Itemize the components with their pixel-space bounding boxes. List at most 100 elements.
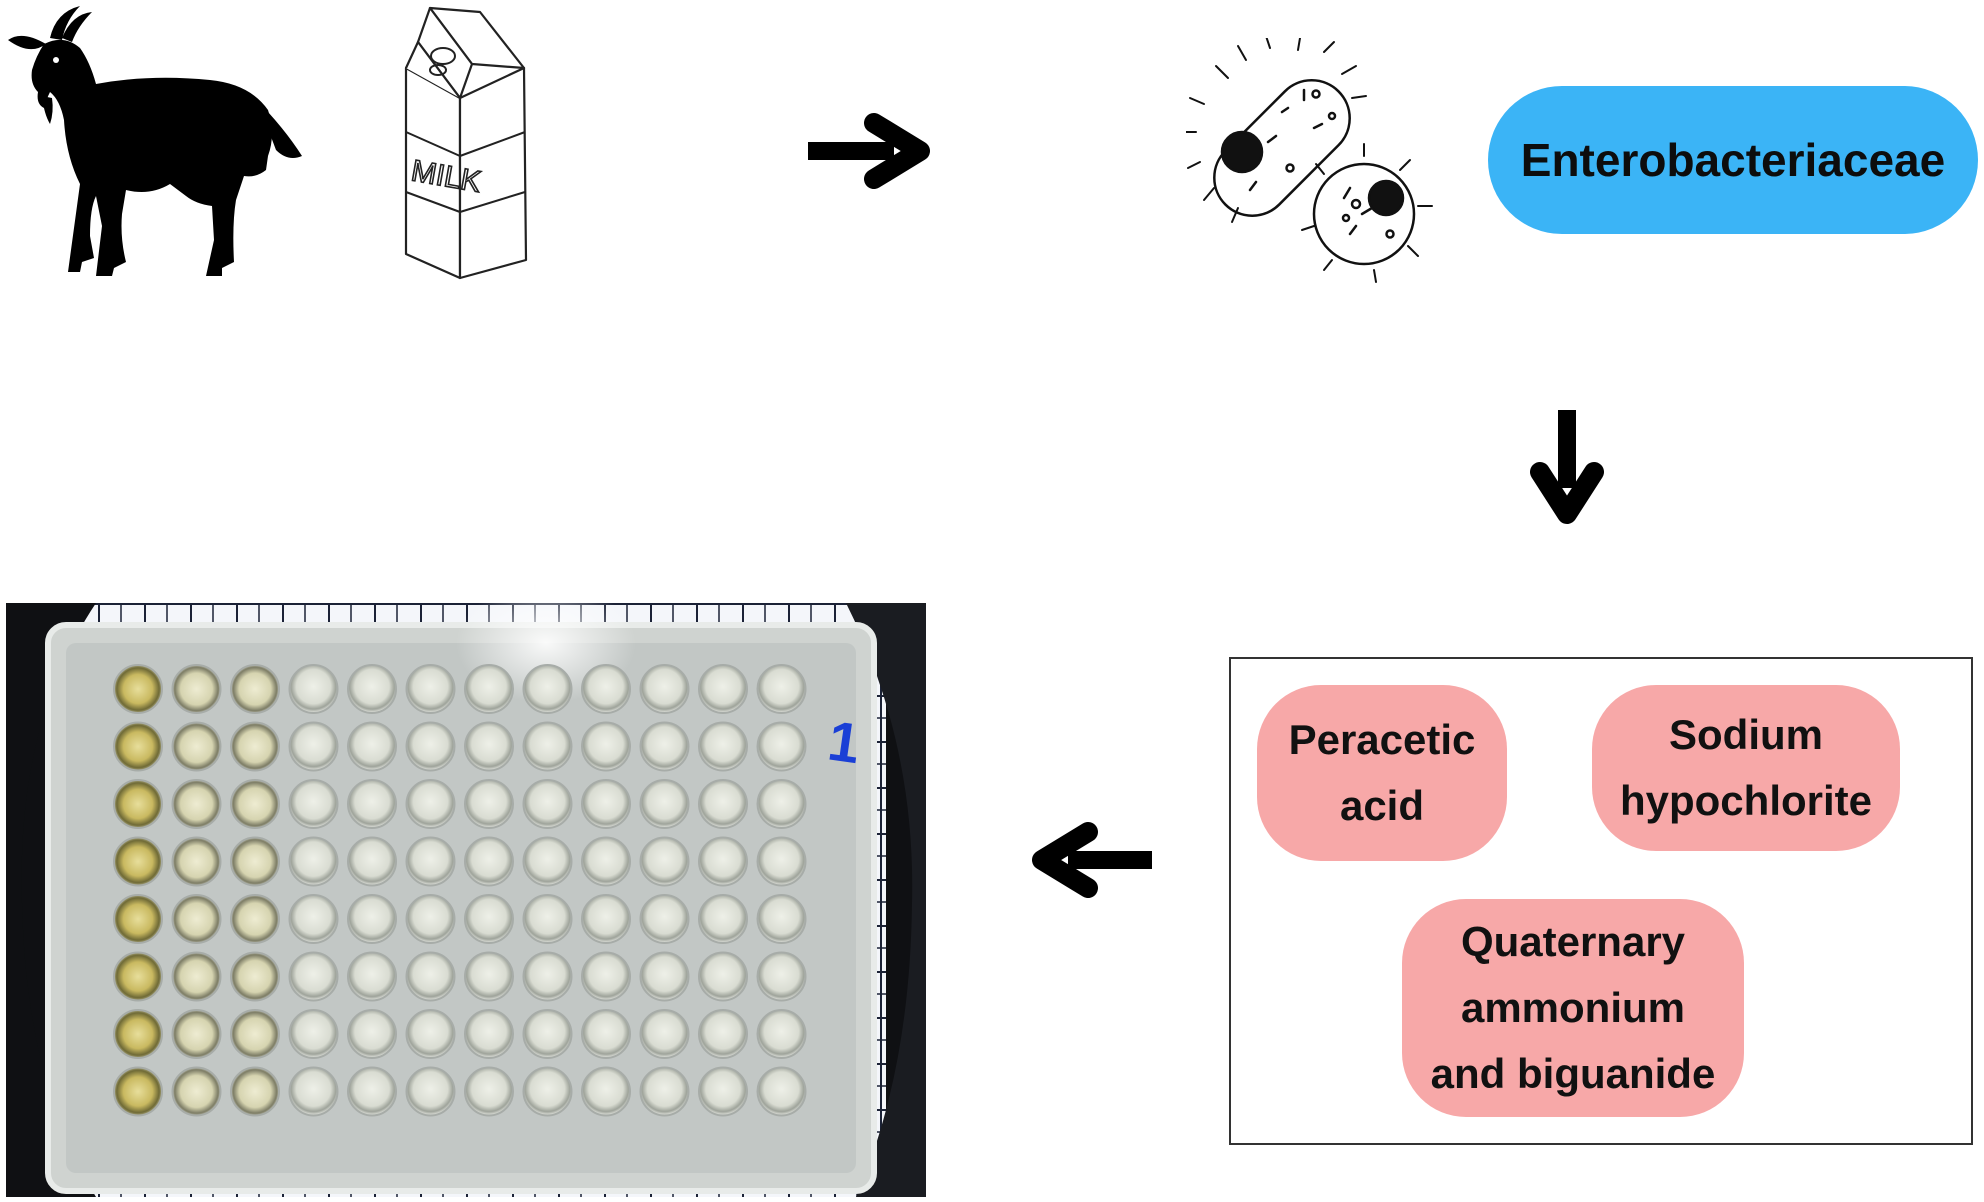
plate-well — [698, 951, 748, 1002]
plate-well — [288, 721, 339, 772]
plate-well — [405, 721, 456, 772]
plate-well — [639, 664, 690, 714]
plate-well — [698, 1066, 748, 1117]
plate-well — [113, 836, 163, 887]
plate-well — [698, 836, 748, 887]
plate-well — [171, 779, 222, 829]
plate-well — [756, 951, 807, 1002]
arrow-down-icon — [1530, 410, 1604, 526]
plate-well — [698, 894, 748, 944]
plate-well — [171, 1066, 222, 1117]
plate-well — [756, 1009, 807, 1059]
plate-well — [522, 951, 573, 1002]
plate-well — [756, 664, 807, 714]
disinfectant-peracetic-acid: Peracetic acid — [1257, 685, 1507, 861]
plate-well — [230, 951, 280, 1002]
plate-well — [639, 721, 690, 772]
plate-well — [581, 664, 631, 714]
plate-well — [639, 1009, 690, 1059]
plate-well — [522, 664, 573, 714]
plate-well — [756, 1066, 807, 1117]
plate-well — [113, 721, 163, 772]
plate-well — [171, 894, 222, 944]
plate-well — [639, 1066, 690, 1117]
bacteria-label-pill: Enterobacteriaceae — [1488, 86, 1978, 234]
plate-well — [288, 664, 339, 714]
plate-well — [230, 1009, 280, 1059]
plate-well — [464, 779, 514, 829]
plate-well — [113, 779, 163, 829]
goat-icon — [0, 0, 310, 290]
bacteria-label: Enterobacteriaceae — [1520, 134, 1946, 186]
disinfectant-name-line: acid — [1339, 782, 1425, 829]
plate-well — [288, 1009, 339, 1059]
plate-well — [405, 1066, 456, 1117]
disinfectant-name-line: ammonium — [1460, 984, 1685, 1031]
plate-well — [698, 664, 748, 714]
plate-well — [581, 894, 631, 944]
plate-well — [464, 951, 514, 1002]
plate-well — [581, 951, 631, 1002]
plate-well — [698, 1009, 748, 1059]
plate-well — [347, 951, 397, 1002]
plate-well — [347, 836, 397, 887]
plate-well — [464, 664, 514, 714]
plate-well — [405, 894, 456, 944]
disinfectant-name-line: Quaternary — [1460, 918, 1686, 965]
plate-well — [113, 1066, 163, 1117]
plate-well — [347, 1009, 397, 1059]
plate-well — [288, 894, 339, 944]
plate-well — [347, 664, 397, 714]
plate-well — [405, 779, 456, 829]
plate-well — [522, 779, 573, 829]
plate-well — [581, 836, 631, 887]
microplate-photo: 1 — [6, 603, 926, 1197]
arrow-right-icon — [808, 113, 932, 189]
plate-well — [230, 664, 280, 714]
plate-well — [230, 836, 280, 887]
plate-well — [405, 1009, 456, 1059]
plate-well — [698, 721, 748, 772]
plate-well — [171, 1009, 222, 1059]
plate-well — [522, 836, 573, 887]
plate-well — [522, 1009, 573, 1059]
plate-well — [171, 721, 222, 772]
plate-well — [405, 664, 456, 714]
plate-well — [464, 721, 514, 772]
plate-well — [522, 1066, 573, 1117]
disinfectant-name-line: Peracetic — [1288, 716, 1476, 763]
plate-well — [464, 1009, 514, 1059]
plate-well — [405, 951, 456, 1002]
disinfectant-name-line: hypochlorite — [1619, 777, 1873, 824]
plate-well — [288, 951, 339, 1002]
plate-well — [464, 1066, 514, 1117]
plate-well — [288, 779, 339, 829]
plate-well — [230, 779, 280, 829]
milk-carton-icon: MILK — [396, 2, 536, 282]
disinfectant-sodium-hypochlorite: Sodium hypochlorite — [1592, 685, 1900, 851]
plate-well — [347, 894, 397, 944]
plate-well — [113, 664, 163, 714]
plate-well — [230, 1066, 280, 1117]
plate-well — [405, 836, 456, 887]
plate-well — [171, 664, 222, 714]
plate-well — [581, 779, 631, 829]
plate-well — [347, 779, 397, 829]
bacteria-icon — [1186, 38, 1446, 288]
plate-well — [230, 894, 280, 944]
disinfectant-quaternary-ammonium: Quaternary ammonium and biguanide — [1402, 899, 1744, 1117]
plate-well — [288, 836, 339, 887]
plate-well — [756, 779, 807, 829]
plate-well — [756, 721, 807, 772]
plate-well — [347, 1066, 397, 1117]
disinfectant-name-line: and biguanide — [1430, 1050, 1716, 1097]
plate-well — [756, 836, 807, 887]
plate-well — [230, 721, 280, 772]
plate-well — [639, 894, 690, 944]
plate-well — [581, 721, 631, 772]
plate-well — [288, 1066, 339, 1117]
plate-well — [522, 894, 573, 944]
plate-well — [113, 894, 163, 944]
plate-well — [639, 951, 690, 1002]
plate-well — [113, 1009, 163, 1059]
